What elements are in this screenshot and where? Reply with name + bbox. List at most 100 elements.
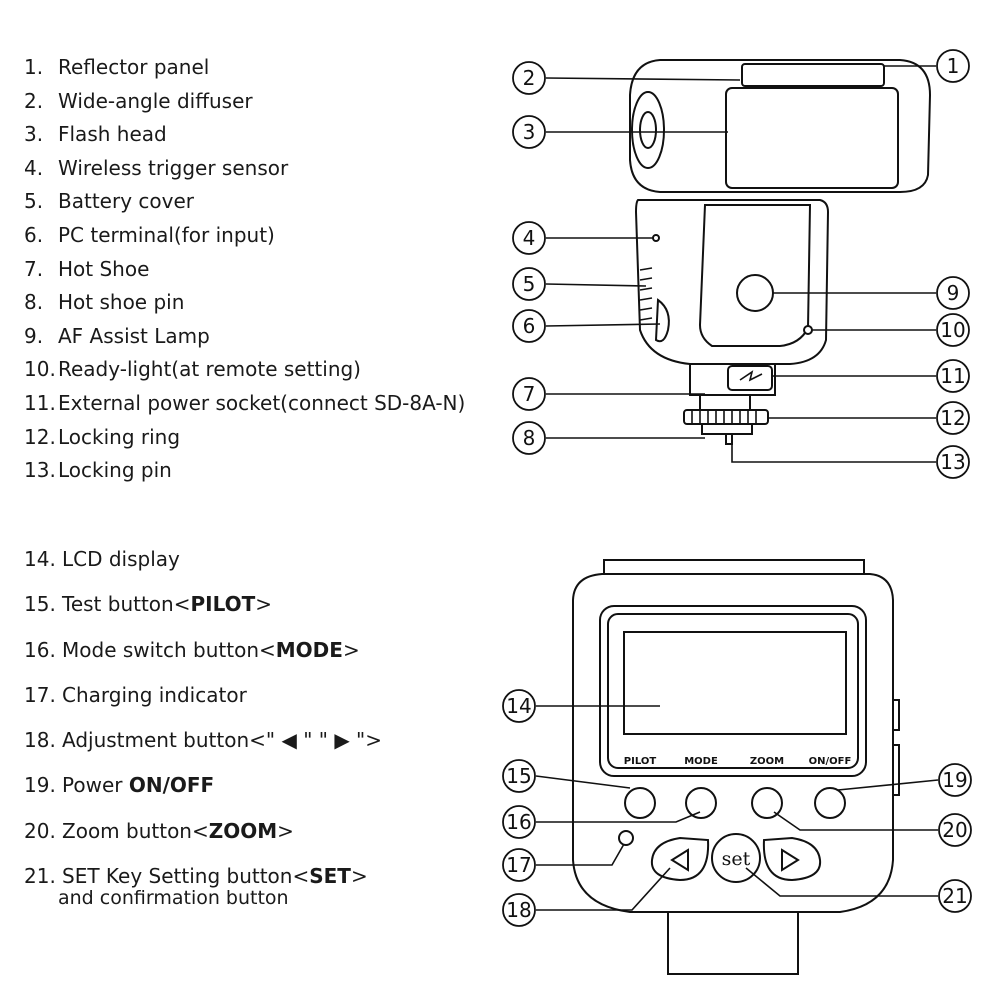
part-label-pre: Test button< <box>62 592 191 617</box>
callout-7-circle <box>512 377 546 411</box>
part-item: 2.Wide-angle diffuser <box>24 90 465 124</box>
part-number: 1. <box>24 55 44 79</box>
callout-2: 2 <box>523 66 536 90</box>
part-label-strong: SET <box>309 864 351 889</box>
callouts-bottom: 14 15 16 17 18 19 20 21 <box>502 689 972 927</box>
part-label-strong: ZOOM <box>208 818 278 843</box>
part-number: 21. <box>24 864 56 889</box>
part-number: 8. <box>24 290 44 315</box>
callout-2-circle <box>512 61 546 95</box>
part-item: 17.Charging indicator <box>24 684 382 729</box>
part-label: Flash head <box>58 122 167 147</box>
callout-5-circle <box>512 267 546 301</box>
part-item: 3.Flash head <box>24 123 465 157</box>
callout-3-circle <box>512 115 546 149</box>
callout-18-circle <box>502 893 536 927</box>
part-number: 9. <box>24 323 44 348</box>
callout-21-circle <box>938 879 972 913</box>
callout-9: 9 <box>947 281 960 305</box>
part-label-pre: Adjustment button<" ◀ " " ▶ "> <box>62 728 383 753</box>
part-item: 4. Wireless trigger sensor <box>24 157 465 191</box>
callout-13-circle <box>936 445 970 479</box>
pilot-label: PILOT <box>624 756 657 767</box>
callout-4: 4 <box>523 226 536 250</box>
part-label-pre: SET Key Setting button< <box>62 864 310 889</box>
part-number: 14. <box>24 547 56 571</box>
part-number: 19. <box>24 773 56 798</box>
part-number: 2. <box>24 88 44 113</box>
part-label-pre: Mode switch button< <box>62 637 276 662</box>
part-label-post: > <box>255 592 273 617</box>
callout-15-circle <box>502 759 536 793</box>
callout-8-circle <box>512 421 546 455</box>
part-item: 16.Mode switch button<MODE> <box>24 639 382 684</box>
part-label-post: > <box>342 637 360 662</box>
callout-11: 11 <box>940 364 965 388</box>
part-label-sub: and confirmation button <box>58 887 289 910</box>
callout-1: 1 <box>947 54 960 78</box>
pilot-button <box>624 787 656 819</box>
callout-10-circle <box>936 313 970 347</box>
part-item: 6.PC terminal(for input) <box>24 224 465 258</box>
part-label: External power socket(connect SD-8A-N) <box>58 390 466 415</box>
callout-19-circle <box>938 763 972 797</box>
part-label-post: > <box>277 818 294 843</box>
right-arrow-icon <box>781 848 800 872</box>
callout-4-circle <box>512 221 546 255</box>
part-number: 18. <box>24 728 56 753</box>
callout-18: 18 <box>506 898 531 922</box>
callout-14-circle <box>502 689 536 723</box>
part-number: 11. <box>24 390 56 415</box>
part-number: 4. <box>24 155 44 180</box>
part-item: 12.Locking ring <box>24 426 465 460</box>
part-item: 11.External power socket(connect SD-8A-N… <box>24 392 465 426</box>
part-label: Hot shoe pin <box>58 290 185 315</box>
onoff-button <box>814 787 846 819</box>
leader-lines-top <box>545 65 936 463</box>
part-label-strong: ON/OFF <box>128 773 215 798</box>
callout-11-circle <box>936 359 970 393</box>
callout-12: 12 <box>940 406 965 430</box>
part-item: 20.Zoom button<ZOOM> <box>24 820 382 865</box>
part-number: 15. <box>24 592 56 617</box>
callouts-top: 1 2 3 4 5 6 7 8 9 10 11 12 13 <box>512 49 970 479</box>
part-label: Reflector panel <box>58 55 210 79</box>
callout-19: 19 <box>942 768 967 792</box>
part-label-strong: MODE <box>275 637 343 662</box>
callout-17: 17 <box>506 853 531 877</box>
part-label: Locking pin <box>58 458 172 483</box>
part-label: Wireless trigger sensor <box>58 155 289 180</box>
part-label: Ready-light(at remote setting) <box>58 357 361 382</box>
part-item: 15.Test button<PILOT> <box>24 593 382 638</box>
callout-15: 15 <box>506 764 531 788</box>
mode-label: MODE <box>684 756 718 767</box>
part-number: 5. <box>24 189 44 214</box>
callout-9-circle <box>936 276 970 310</box>
left-arrow-icon <box>670 848 689 872</box>
callout-10: 10 <box>940 318 965 342</box>
part-label-strong: PILOT <box>190 592 256 617</box>
flash-rear-view: PILOT MODE ZOOM ON/OFF set <box>572 559 900 975</box>
part-label-pre: Zoom button< <box>62 818 209 843</box>
part-item: 10.Ready-light(at remote setting) <box>24 358 465 392</box>
callout-8: 8 <box>523 426 536 450</box>
callout-6: 6 <box>523 314 536 338</box>
part-label-pre: Charging indicator <box>62 682 247 707</box>
part-item: 13.Locking pin <box>24 459 465 493</box>
part-label: AF Assist Lamp <box>58 323 210 348</box>
part-label-pre: LCD display <box>62 547 180 571</box>
leader-lines-bottom <box>535 705 939 911</box>
zoom-label: ZOOM <box>750 756 784 767</box>
callout-14: 14 <box>506 694 531 718</box>
flash-side-view <box>629 59 932 445</box>
part-item: 9. AF Assist Lamp <box>24 325 465 359</box>
part-label-pre: Power <box>62 773 129 798</box>
callout-7: 7 <box>523 382 536 406</box>
part-item: 19.Power ON/OFF <box>24 774 382 819</box>
mode-button <box>685 787 717 819</box>
part-label: Battery cover <box>58 189 194 214</box>
part-number: 13. <box>24 458 56 483</box>
callout-6-circle <box>512 309 546 343</box>
